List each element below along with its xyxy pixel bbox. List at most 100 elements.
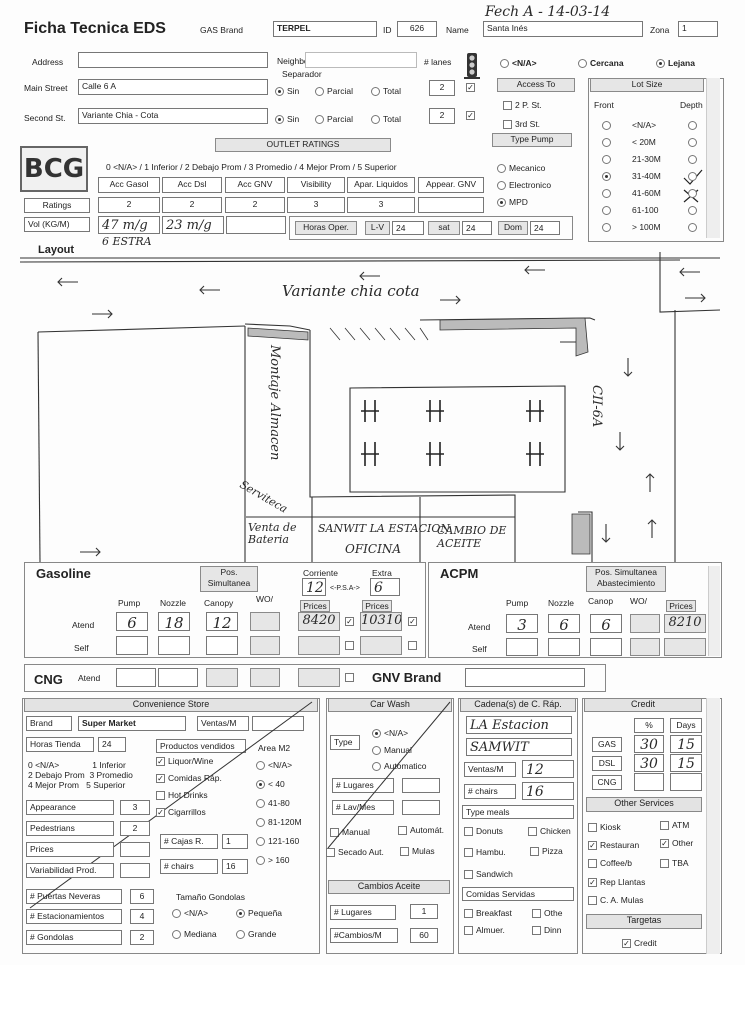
carwash-opt-manual[interactable]: Manual: [330, 827, 370, 838]
gas-price-corriente-check[interactable]: ✓: [345, 617, 354, 627]
lanes-main-check[interactable]: ✓: [466, 83, 475, 93]
prox-lejana[interactable]: Lejana: [656, 58, 695, 69]
carwash-opt-automat[interactable]: Automát.: [398, 825, 444, 836]
acpm-self-canop[interactable]: [590, 638, 622, 656]
id-field[interactable]: 626: [397, 21, 437, 37]
extra-pos-field[interactable]: 6: [370, 578, 400, 596]
area-radio-0[interactable]: <N/A>: [256, 760, 292, 771]
gnv-brand-field[interactable]: [465, 668, 585, 687]
service-atm[interactable]: ATM: [660, 820, 689, 831]
lot-front-radio-5[interactable]: [602, 205, 614, 216]
service-restauran[interactable]: ✓Restauran: [588, 840, 640, 851]
cadena-field-1[interactable]: LA Estacion: [466, 716, 572, 734]
meal-sandwich[interactable]: Sandwich: [464, 869, 513, 880]
estac-field[interactable]: 4: [130, 909, 154, 924]
credit-scrollbar[interactable]: [706, 698, 720, 954]
store-rating-value-0[interactable]: 3: [120, 800, 150, 815]
product-2[interactable]: Hot Drinks: [156, 790, 208, 801]
lv-field[interactable]: 24: [392, 221, 424, 235]
meal-donuts[interactable]: Donuts: [464, 826, 503, 837]
gas-self-price-1[interactable]: [298, 636, 340, 655]
service-coffee[interactable]: Coffee/b: [588, 858, 632, 869]
sep-main-parcial[interactable]: Parcial: [315, 86, 353, 97]
gas-self-wo[interactable]: [250, 636, 280, 655]
service-other[interactable]: ✓Other: [660, 838, 694, 849]
acpm-self-wo[interactable]: [630, 638, 660, 656]
pump-electronico[interactable]: Electronico: [497, 180, 551, 191]
sat-field[interactable]: 24: [462, 221, 492, 235]
gas-self-check-1[interactable]: [345, 640, 357, 651]
gas-brand-field[interactable]: TERPEL: [273, 21, 377, 37]
area-radio-5[interactable]: > 160: [256, 855, 290, 866]
acpm-price[interactable]: 8210: [664, 614, 706, 633]
pump-mpd[interactable]: MPD: [497, 197, 528, 208]
vol-field-1[interactable]: 47 m/g: [98, 216, 160, 234]
cng-price[interactable]: [298, 668, 340, 687]
name-field[interactable]: Santa Inés: [483, 21, 643, 37]
meal-hambu[interactable]: Hambu.: [464, 847, 506, 858]
gas-atend-pump[interactable]: 6: [116, 612, 148, 631]
main-street-field[interactable]: Calle 6 A: [78, 79, 268, 95]
vol-field-3[interactable]: [226, 216, 286, 234]
rating-value-2[interactable]: 2: [225, 197, 285, 213]
access-2pst[interactable]: 2 P. St.: [503, 100, 542, 111]
second-street-field[interactable]: Variante Chia - Cota: [78, 108, 268, 124]
acpm-self-price[interactable]: [664, 638, 706, 656]
service-kiosk[interactable]: Kiosk: [588, 822, 621, 833]
neveras-field[interactable]: 6: [130, 889, 154, 904]
credit-row-pct-1[interactable]: 30: [634, 754, 664, 772]
meal-pizza[interactable]: Pizza: [530, 846, 563, 857]
sep-second-sin[interactable]: Sin: [275, 114, 299, 125]
neighborhood-field[interactable]: [305, 52, 417, 68]
gas-atend-canopy[interactable]: 12: [206, 612, 238, 631]
cng-atend-2[interactable]: [158, 668, 198, 687]
cng-atend-4[interactable]: [250, 668, 280, 687]
store-brand-field[interactable]: Super Market: [78, 716, 186, 731]
lot-front-radio-2[interactable]: [602, 154, 614, 165]
sep-second-total[interactable]: Total: [371, 114, 401, 125]
lanes-second-field[interactable]: 2: [429, 108, 455, 124]
acpm-atend-wo[interactable]: [630, 614, 660, 633]
cng-price-check[interactable]: [345, 672, 357, 683]
rating-value-1[interactable]: 2: [162, 197, 222, 213]
credit-row-days-2[interactable]: [670, 773, 702, 791]
credit-row-days-1[interactable]: 15: [670, 754, 702, 772]
acpm-atend-nozzle[interactable]: 6: [548, 614, 580, 633]
area-radio-1[interactable]: < 40: [256, 779, 285, 790]
dom-field[interactable]: 24: [530, 221, 560, 235]
comida-almuer[interactable]: Almuer.: [464, 925, 505, 936]
lot-scrollbar[interactable]: [706, 78, 720, 238]
gas-price-extra[interactable]: 10310: [360, 612, 402, 631]
address-field[interactable]: [78, 52, 268, 68]
rating-value-0[interactable]: 2: [98, 197, 160, 213]
tamano-pequena[interactable]: Pequeña: [236, 908, 282, 919]
gas-self-pump[interactable]: [116, 636, 148, 655]
credit-row-days-0[interactable]: 15: [670, 735, 702, 753]
carwash-type-manual[interactable]: Manual: [372, 745, 412, 756]
tamano-mediana[interactable]: Mediana: [172, 929, 217, 940]
lot-depth-radio-5[interactable]: [688, 205, 700, 216]
store-chairs-field[interactable]: 16: [222, 859, 248, 874]
access-3rd[interactable]: 3rd St.: [503, 119, 540, 130]
cadena-ventas-field[interactable]: 12: [522, 760, 574, 778]
product-0[interactable]: ✓Liquor/Wine: [156, 756, 214, 767]
carwash-opt-secado[interactable]: Secado Aut.: [326, 847, 384, 858]
acpm-atend-canop[interactable]: 6: [590, 614, 622, 633]
cng-atend-3[interactable]: [206, 668, 238, 687]
rating-value-5[interactable]: [418, 197, 484, 213]
acpm-atend-pump[interactable]: 3: [506, 614, 538, 633]
rating-value-4[interactable]: 3: [347, 197, 415, 213]
gondolas-field[interactable]: 2: [130, 930, 154, 945]
cadena-chairs-field[interactable]: 16: [522, 782, 574, 800]
credit-row-pct-0[interactable]: 30: [634, 735, 664, 753]
gas-atend-wo[interactable]: [250, 612, 280, 631]
prox-cercana[interactable]: Cercana: [578, 58, 624, 69]
store-rating-value-3[interactable]: [120, 863, 150, 878]
carwash-lav-field[interactable]: [402, 800, 440, 815]
gas-price-extra-check[interactable]: ✓: [408, 617, 417, 627]
carwash-opt-mulas[interactable]: Mulas: [400, 846, 435, 857]
lanes-main-field[interactable]: 2: [429, 80, 455, 96]
cambios-field[interactable]: 60: [410, 928, 438, 943]
lot-front-radio-6[interactable]: [602, 222, 614, 233]
gas-price-corriente[interactable]: 8420: [298, 612, 340, 631]
